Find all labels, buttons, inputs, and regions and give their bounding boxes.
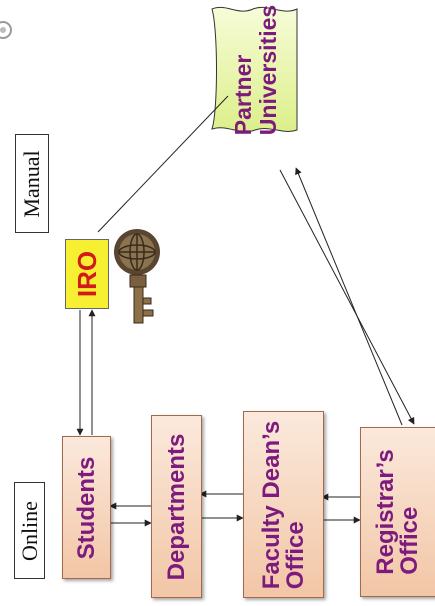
faculty-dean-office-label: Faculty Dean’s Office (257, 420, 309, 589)
logo-fragment-icon (0, 21, 12, 39)
partner-universities-box: Partner Universities (216, 5, 296, 135)
manual-label: Manual (15, 134, 49, 233)
registrar-office-label: Registrar’s Office (372, 449, 423, 575)
students-label: Students (72, 456, 100, 559)
iro-label: IRO (72, 250, 102, 298)
online-label-text: Online (16, 500, 42, 561)
registrar-office-box: Registrar’s Office (360, 427, 435, 597)
iro-box: IRO (65, 239, 109, 309)
faculty-dean-office-box: Faculty Dean’s Office (243, 411, 324, 598)
students-box: Students (62, 436, 111, 579)
departments-box: Departments (151, 415, 202, 598)
iro-partner-line (97, 95, 229, 233)
partner-universities-shape (211, 6, 298, 133)
departments-label: Departments (162, 433, 190, 580)
registrar-to-partner-arrow (295, 167, 403, 426)
partner-to-registrar-arrow (279, 169, 415, 425)
key-globe-icon (114, 229, 160, 324)
online-label: Online (14, 482, 45, 579)
partner-universities-label: Partner Universities (230, 4, 281, 136)
manual-label-text: Manual (19, 149, 44, 218)
